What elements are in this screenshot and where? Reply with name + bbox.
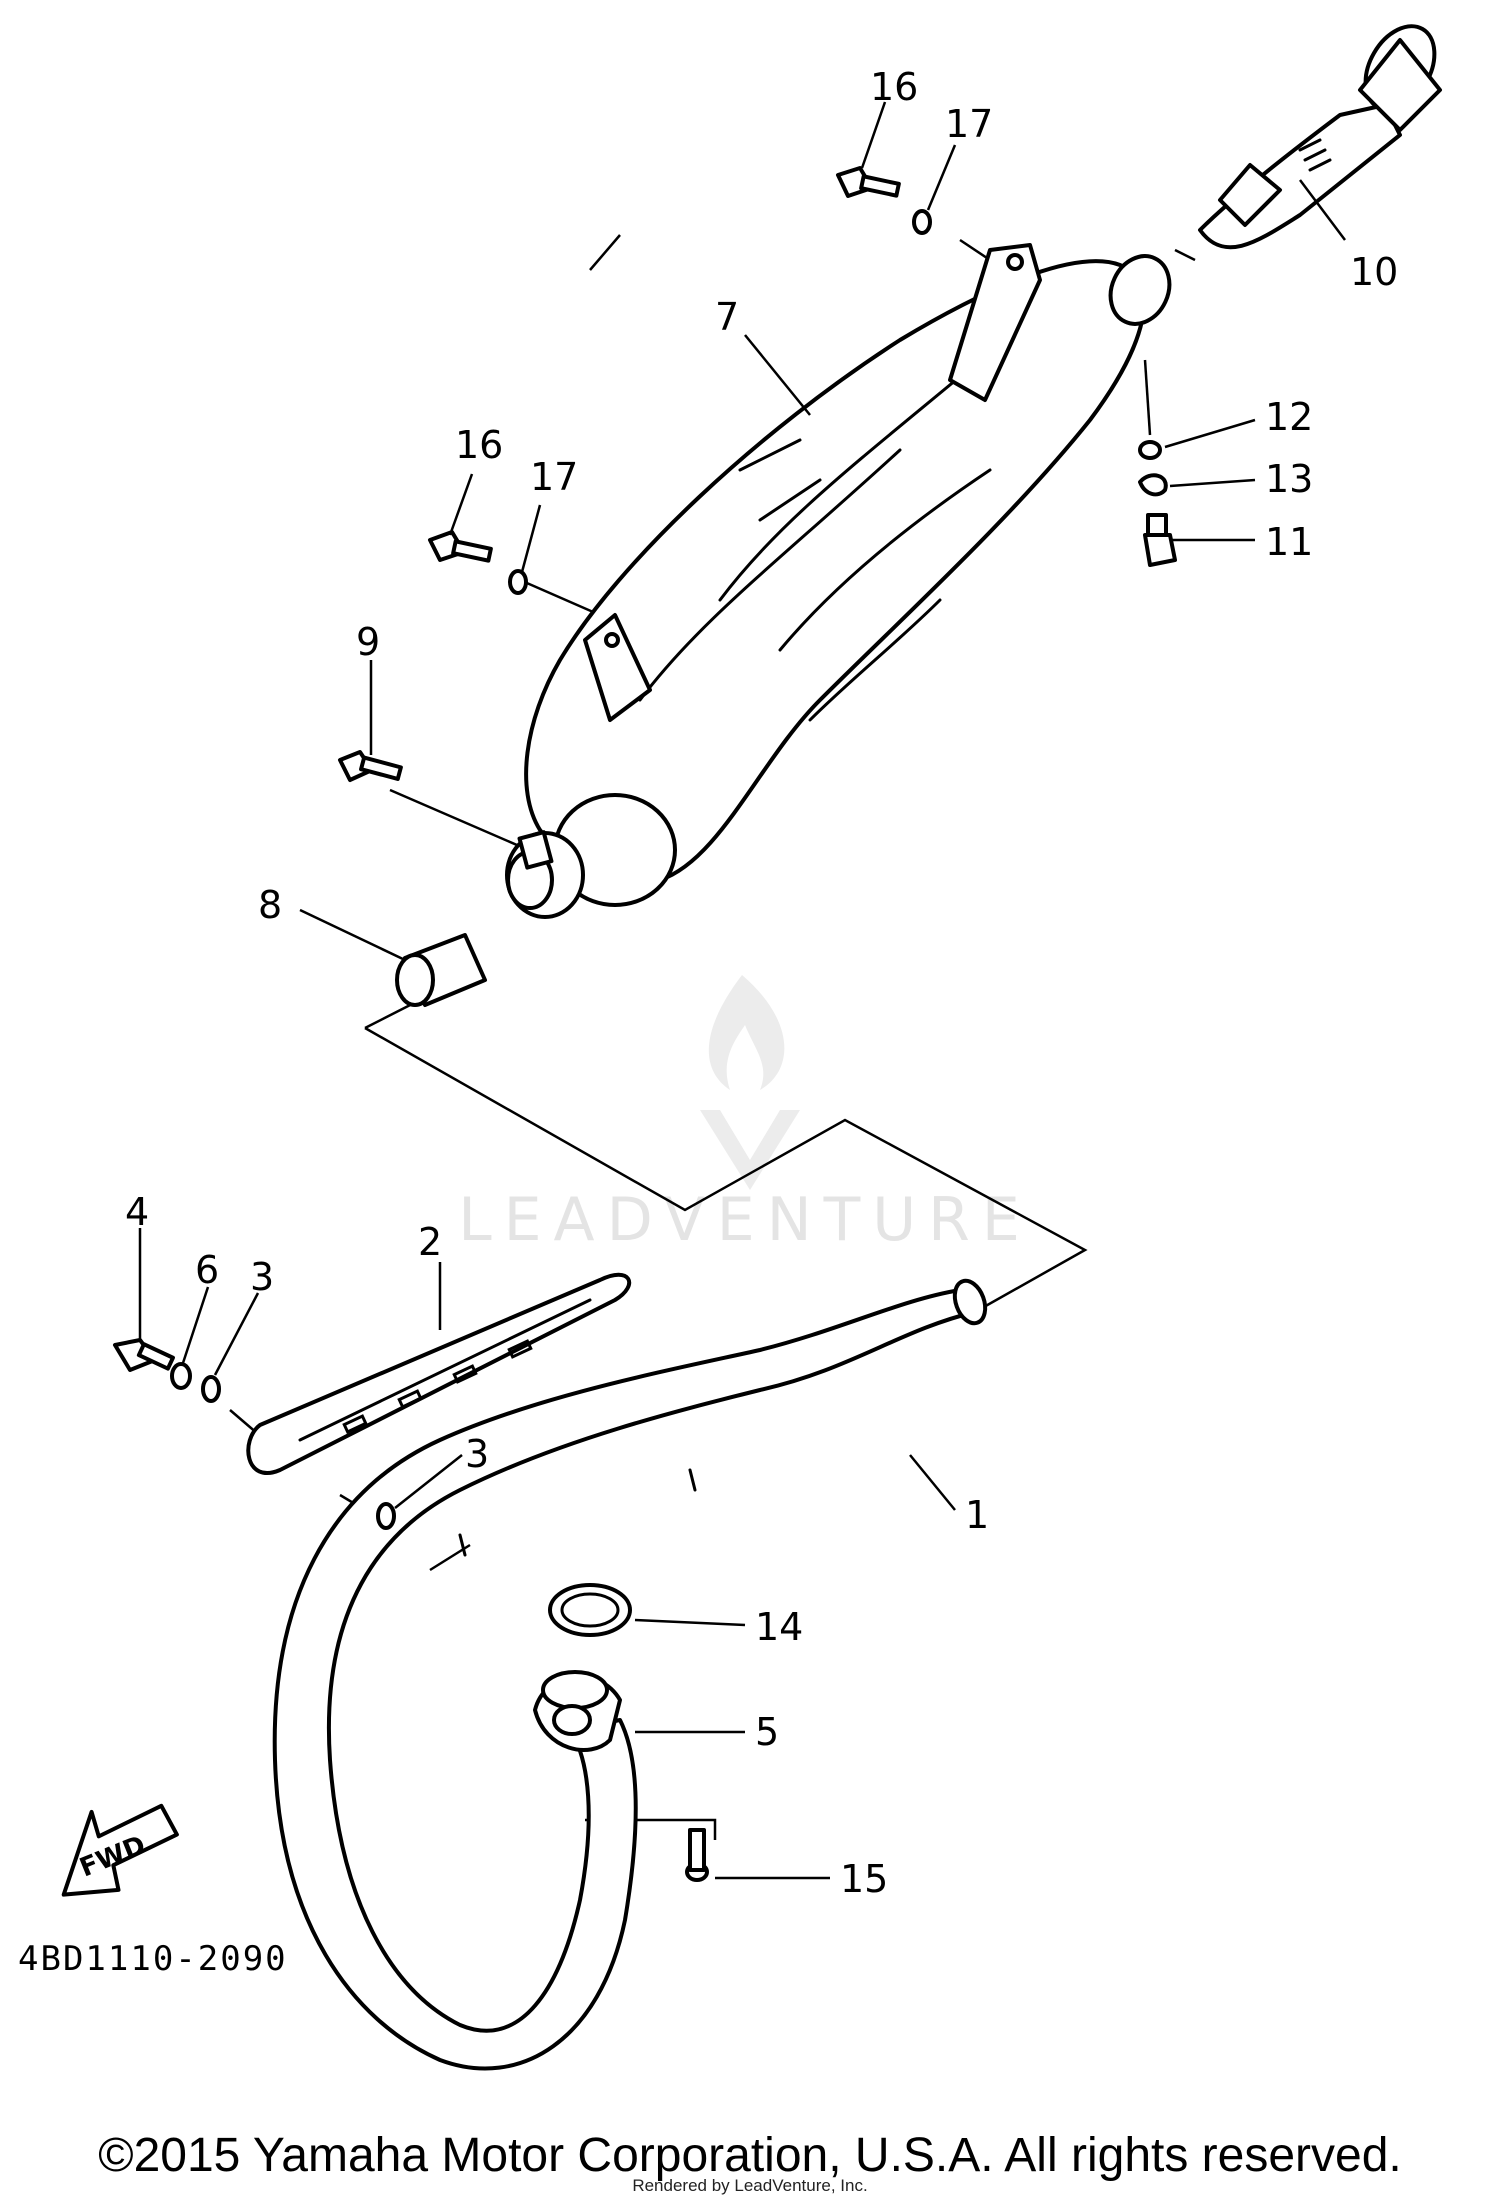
bolts-16-17 (428, 166, 932, 595)
callout-14: 14 (755, 1605, 803, 1649)
callout-11: 11 (1265, 520, 1313, 564)
callout-17a: 17 (945, 102, 993, 146)
tailpipe (1198, 24, 1442, 250)
copyright-notice: ©2015 Yamaha Motor Corporation, U.S.A. A… (98, 2129, 1402, 2182)
muffler (505, 243, 1172, 919)
rendered-by-text: Rendered by LeadVenture, Inc. (632, 2176, 868, 2195)
callout-16b: 16 (455, 423, 503, 467)
callout-leaders (138, 101, 1346, 1880)
callout-10: 10 (1350, 250, 1398, 294)
fwd-arrow: FWD (61, 1803, 179, 1897)
callout-12: 12 (1265, 395, 1313, 439)
drain-parts (1138, 440, 1177, 567)
fasteners-left (113, 1338, 396, 1530)
callout-17b: 17 (530, 455, 578, 499)
callout-13: 13 (1265, 457, 1313, 501)
gasket-sleeve (395, 933, 487, 1007)
bolt-9 (338, 750, 403, 782)
callout-1: 1 (965, 1493, 989, 1537)
heat-protector (246, 1272, 632, 1475)
callout-8: 8 (258, 883, 282, 927)
flange-parts (533, 1583, 709, 1882)
callout-3a: 3 (250, 1255, 274, 1299)
callout-5: 5 (755, 1710, 779, 1754)
callout-9: 9 (356, 620, 380, 664)
callout-labels: 1 2 3 3 4 5 6 7 8 9 10 11 12 13 14 15 16… (125, 65, 1398, 1901)
exhaust-pipe (272, 1278, 988, 2071)
callout-16a: 16 (870, 65, 918, 109)
callout-6: 6 (195, 1248, 219, 1292)
callout-7: 7 (715, 295, 739, 339)
callout-3b: 3 (465, 1432, 489, 1476)
watermark: LEADVENTURE (458, 975, 1032, 1255)
callout-2: 2 (418, 1220, 442, 1264)
diagram-code: 4BD1110-2090 (18, 1939, 288, 1979)
callout-15: 15 (840, 1857, 888, 1901)
callout-4: 4 (125, 1190, 149, 1234)
watermark-text: LEADVENTURE (458, 1185, 1032, 1255)
